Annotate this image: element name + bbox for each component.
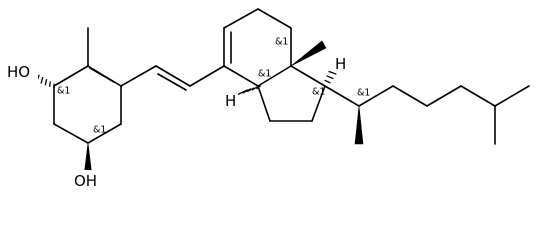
bond: [311, 85, 326, 122]
molecule-structure-diagram: HO OH H H &1 &1 &1 &1 &1 &1: [7, 8, 530, 190]
stereo-label: &1: [357, 88, 370, 99]
bond: [223, 65, 259, 87]
hashed-bond-ho: [35, 74, 55, 89]
bond: [223, 8, 259, 29]
bond: [53, 65, 89, 87]
triene-linker: [120, 65, 225, 91]
bond: [257, 85, 271, 122]
stereo-label: &1: [57, 86, 70, 97]
stereo-label: &1: [93, 125, 106, 136]
double-bond-inner: [89, 67, 115, 83]
stereo-label: &1: [275, 37, 288, 48]
stereo-label: &1: [312, 87, 325, 98]
bond: [257, 65, 292, 87]
bond: [494, 85, 530, 107]
hydroxyl-label-top: HO: [7, 63, 30, 81]
double-bond-inner: [157, 73, 187, 91]
d-ring: [257, 65, 326, 122]
bond: [392, 85, 428, 107]
hashed-bond-h-lower: [237, 85, 261, 95]
hydrogen-label-lower: H: [225, 92, 236, 110]
stereo-label: &1: [258, 69, 271, 80]
bond: [358, 85, 394, 107]
wedge-bond-methyl: [290, 40, 327, 67]
bond: [53, 123, 89, 144]
hydrogen-label-upper: H: [335, 55, 346, 73]
bond: [87, 123, 122, 144]
side-chain: [324, 85, 530, 145]
bond: [257, 8, 292, 29]
bond: [460, 85, 496, 107]
bond: [155, 65, 191, 87]
c-ring: [223, 8, 292, 87]
bond: [290, 65, 326, 87]
bond: [120, 65, 157, 87]
bond: [426, 85, 462, 107]
a-ring: [53, 27, 122, 144]
bond: [189, 65, 225, 87]
bond: [324, 85, 360, 107]
wedge-bond-c21-methyl: [354, 105, 364, 145]
hydroxyl-label-bottom: OH: [74, 172, 97, 190]
